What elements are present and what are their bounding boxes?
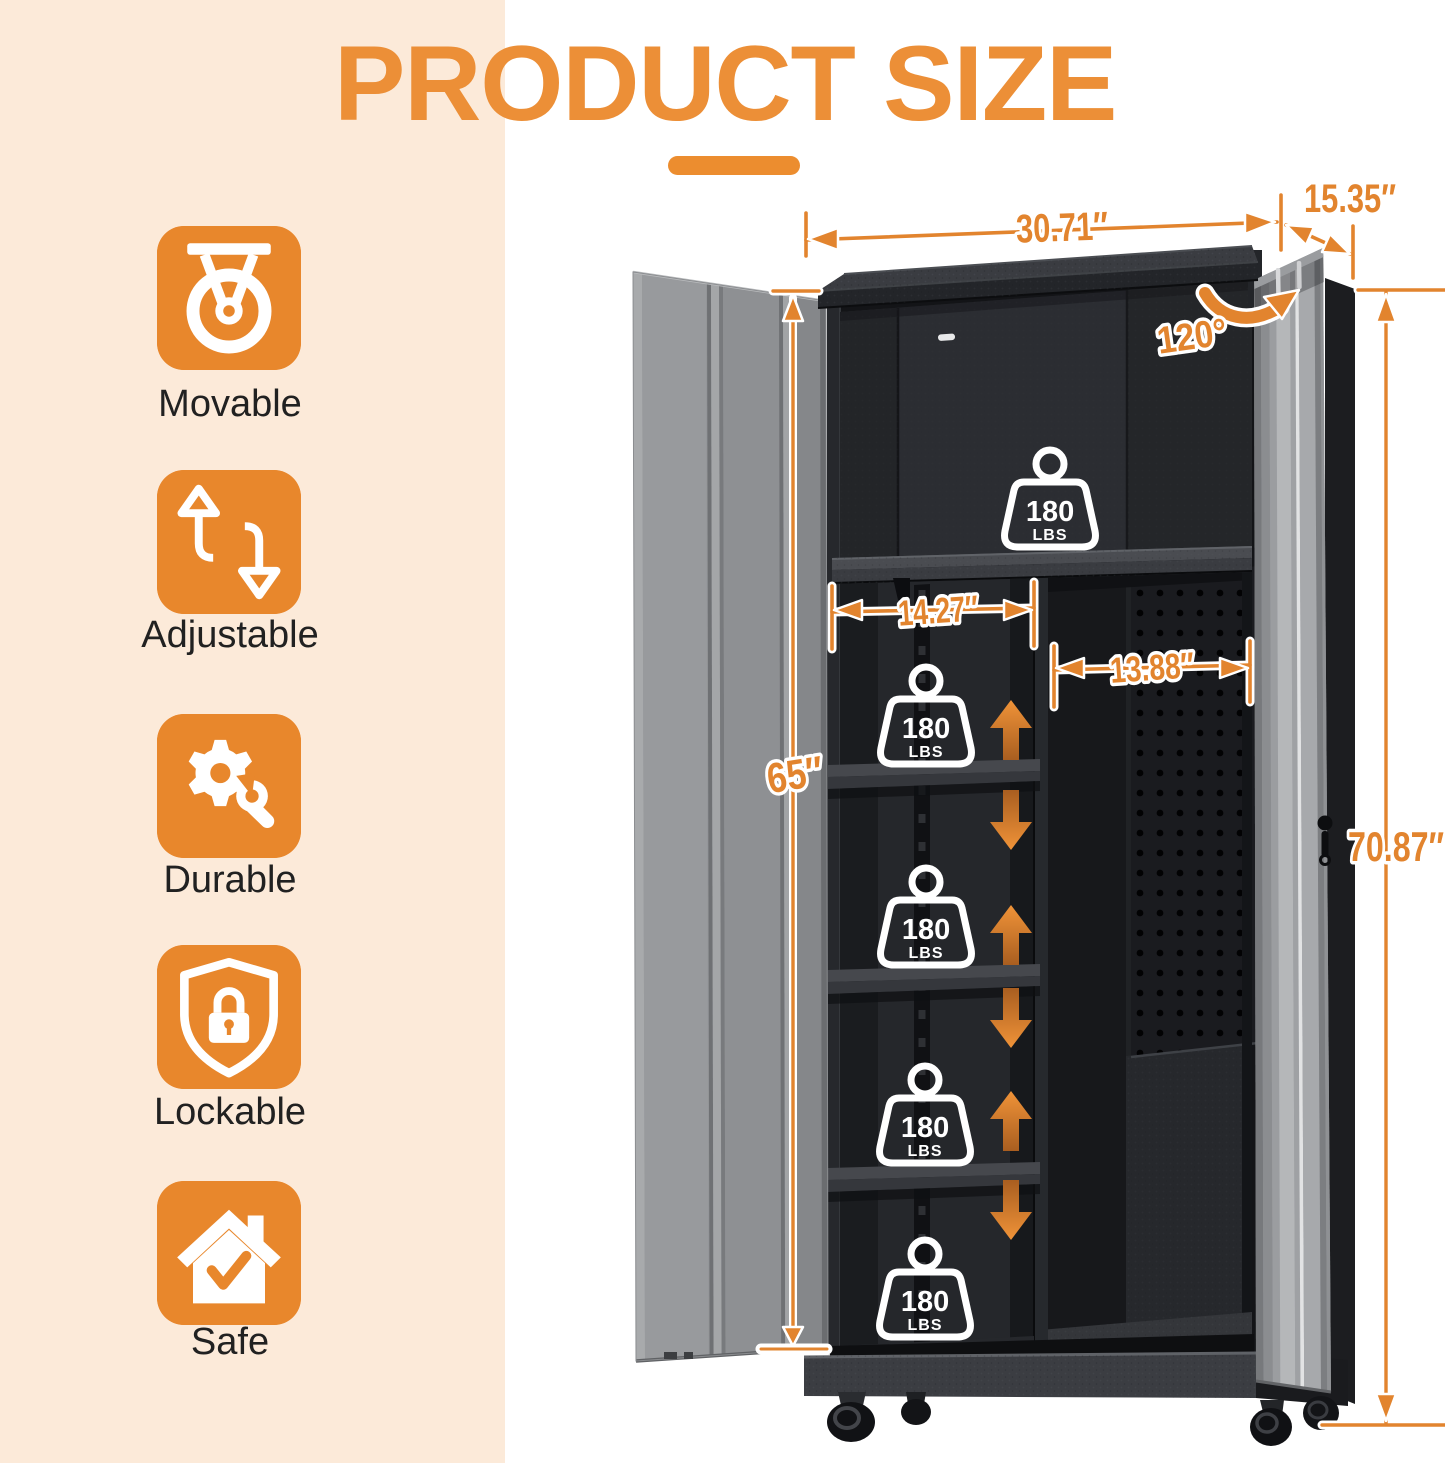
svg-text:14.27″: 14.27″ <box>897 587 980 633</box>
svg-text:15.35″: 15.35″ <box>1304 177 1396 221</box>
svg-text:70.87″: 70.87″ <box>1348 823 1444 870</box>
svg-text:65″: 65″ <box>764 747 827 802</box>
svg-text:30.71″: 30.71″ <box>1015 204 1108 251</box>
svg-text:13.88″: 13.88″ <box>1109 644 1196 691</box>
svg-text:120°: 120° <box>1155 311 1230 362</box>
